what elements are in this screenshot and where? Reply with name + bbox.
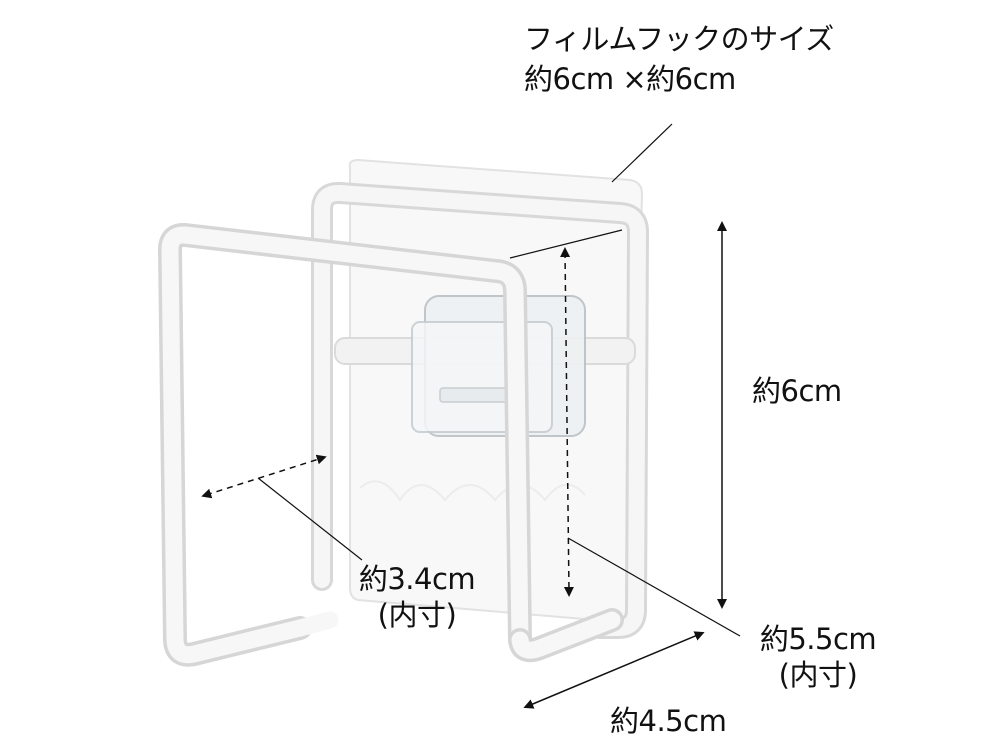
film-hook-size-label: 約6cm ×約6cm xyxy=(524,62,736,96)
height-label: 約6cm xyxy=(752,374,842,408)
inner-top-reference-line xyxy=(509,229,623,259)
depth-arrow xyxy=(523,631,705,709)
inner-width-note-label: (内寸) xyxy=(377,598,457,632)
transparent-clip xyxy=(411,295,586,437)
inner-height-leader-line xyxy=(567,537,741,637)
inner-width-leader-line xyxy=(257,477,363,561)
film-hook-title-label: フィルムフックのサイズ xyxy=(524,22,834,56)
depth-label: 約4.5cm xyxy=(610,704,727,738)
inner-width-value-label: 約3.4cm xyxy=(358,562,476,596)
film-hook-leader-line xyxy=(611,123,673,183)
inner-height-dashed-arrow xyxy=(560,247,574,597)
inner-height-note-label: (内寸) xyxy=(778,658,858,692)
back-wire-frame xyxy=(311,181,649,639)
inner-width-dashed-arrow xyxy=(201,454,327,499)
inner-height-value-label: 約5.5cm xyxy=(759,622,877,656)
